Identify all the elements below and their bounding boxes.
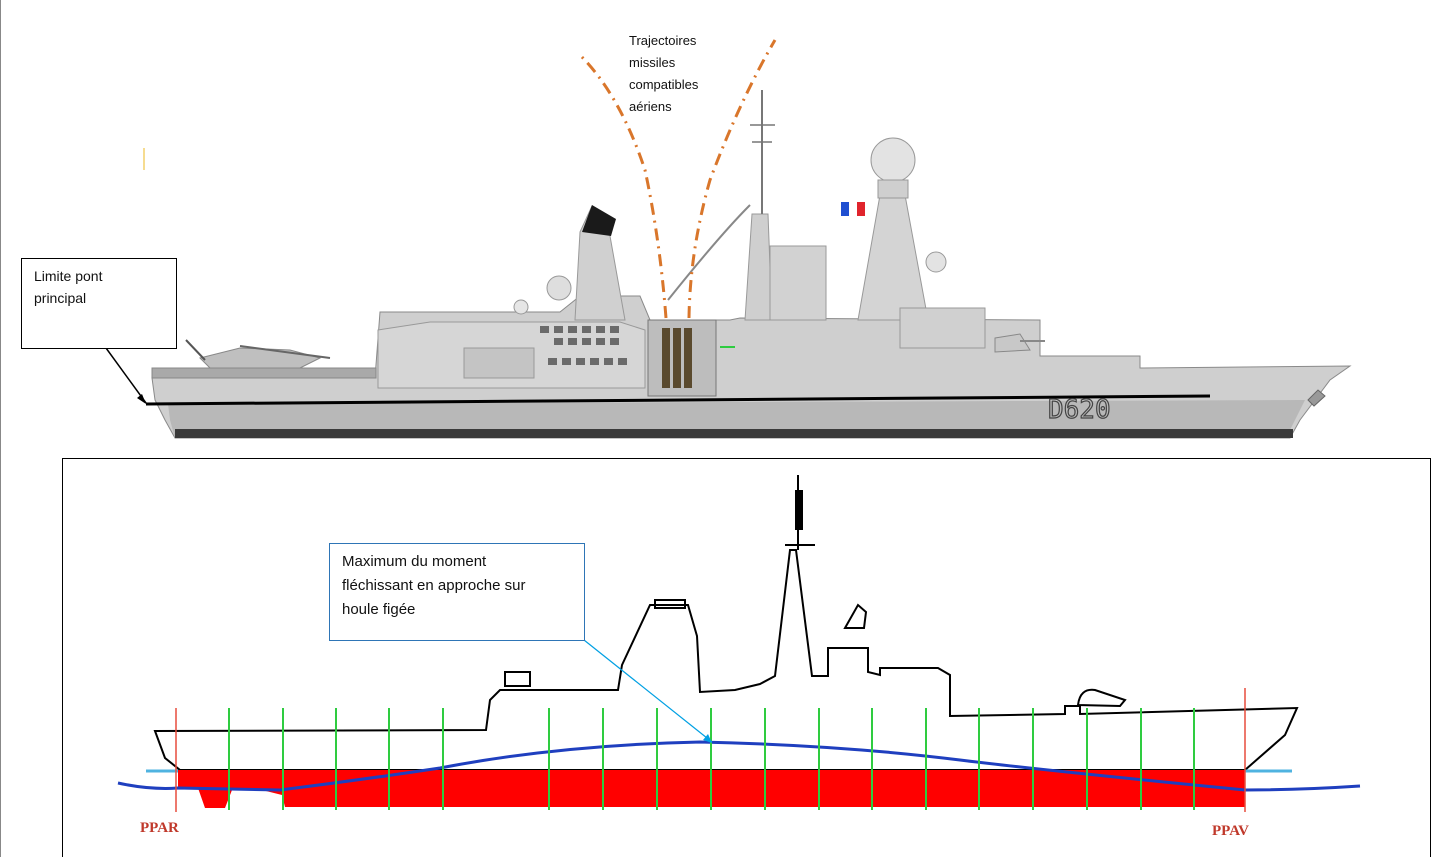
moment-line-2: fléchissant en approche sur — [342, 577, 526, 594]
deck-callout-arrow — [105, 347, 147, 404]
mast-stay — [667, 204, 751, 301]
load-diagram-panel — [62, 458, 1431, 857]
ship-outline — [153, 549, 1299, 771]
hull-number: D620 — [1048, 395, 1111, 425]
silo-cells — [662, 328, 692, 388]
main-deck-line — [145, 394, 1211, 406]
outline-radar — [654, 599, 686, 609]
outline-gun — [1076, 688, 1127, 708]
radar-dome-base — [877, 179, 909, 199]
trajectories-line-3: compatibles — [629, 77, 699, 92]
moment-callout-arrowhead — [703, 734, 712, 743]
moment-callout-pointer — [583, 639, 713, 743]
outline-launcher — [504, 671, 531, 687]
missile-silo — [647, 319, 717, 397]
moment-line-3: houle figée — [342, 601, 416, 618]
deck-limit-callout: Limite pont principal — [21, 258, 177, 349]
missile-trajectories — [578, 39, 777, 319]
aft-radar-dome — [546, 275, 572, 301]
trajectories-line-4: aériens — [629, 99, 672, 114]
frigate-side-view: D620 — [145, 90, 1352, 439]
deck-limit-line-1: Limite pont — [34, 268, 103, 284]
bending-moment-callout: Maximum du moment fléchissant en approch… — [329, 543, 585, 641]
trajectories-line-2: missiles — [629, 55, 676, 70]
outline-director — [843, 603, 868, 629]
trajectories-label: Trajectoires missiles compatibles aérien… — [629, 30, 739, 118]
fore-dome — [925, 251, 947, 273]
main-radar-dome — [870, 137, 916, 183]
ppav-label: PPAV — [1212, 823, 1249, 839]
moment-line-1: Maximum du moment — [342, 553, 487, 570]
helicopter — [185, 339, 331, 369]
forward-gun — [994, 333, 1031, 353]
trajectories-line-1: Trajectoires — [629, 33, 697, 48]
hangar-door — [463, 347, 535, 379]
fore-radar-tower — [857, 194, 929, 321]
window-rows — [540, 326, 627, 365]
boot-top — [175, 429, 1293, 438]
deck-callout-arrowhead — [137, 394, 146, 404]
flight-deck-rail — [151, 367, 377, 379]
funnel-cap — [582, 205, 616, 236]
small-dome — [513, 299, 529, 315]
station-lines — [228, 708, 1195, 810]
trajectory-left — [578, 53, 668, 319]
trajectory-right — [687, 39, 777, 319]
french-flag — [841, 202, 865, 216]
main-mast — [744, 213, 773, 321]
deck-limit-line-2: principal — [34, 290, 87, 306]
outline-mast-body — [795, 490, 803, 530]
frozen-wave — [117, 740, 1361, 792]
hull-lower-band — [168, 400, 1305, 438]
anchor — [1307, 389, 1326, 407]
ppar-label: PPAR — [140, 820, 179, 836]
bridge-block — [769, 245, 827, 321]
fore-superstructure — [899, 307, 986, 349]
